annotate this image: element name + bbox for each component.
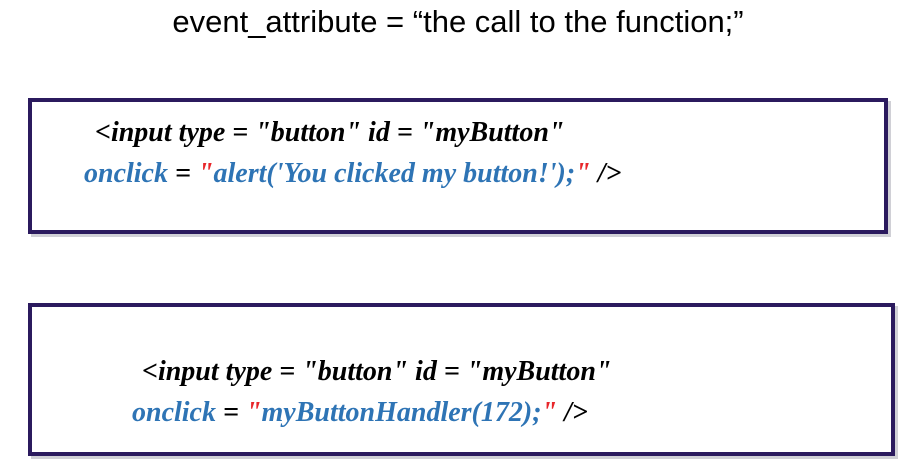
code-line: <input type = "button" id = "myButton" <box>95 116 564 150</box>
code-token-attribute: onclick <box>132 397 216 428</box>
code-line: onclick = "alert('You clicked my button!… <box>84 157 621 191</box>
code-line: <input type = "button" id = "myButton" <box>142 355 611 389</box>
code-token-open-quote: " <box>245 397 262 428</box>
code-token-self-close: /> <box>557 397 588 428</box>
code-token-equals: = <box>216 397 246 428</box>
code-token-tag: <input type = "button" id = "myButton" <box>95 117 565 148</box>
code-token-handler-value: alert('You clicked my button!'); <box>213 158 576 189</box>
code-token-self-close: /> <box>590 158 622 189</box>
code-token-attribute: onclick <box>84 158 168 189</box>
page-title: event_attribute = “the call to the funct… <box>172 4 744 39</box>
code-token-open-quote: " <box>197 158 214 189</box>
code-lines: <input type = "button" id = "myButton" o… <box>32 307 891 452</box>
code-token-close-quote: " <box>575 158 591 189</box>
code-token-equals: = <box>168 158 198 189</box>
code-box-inline-alert-example: <input type = "button" id = "myButton" o… <box>28 98 888 234</box>
code-box-handler-call-example: <input type = "button" id = "myButton" o… <box>28 303 895 456</box>
code-lines: <input type = "button" id = "myButton" o… <box>32 102 884 230</box>
code-token-close-quote: " <box>541 397 558 428</box>
code-line: onclick = "myButtonHandler(172);" /> <box>132 396 588 430</box>
code-token-tag: <input type = "button" id = "myButton" <box>142 356 612 387</box>
code-token-handler-value: myButtonHandler(172); <box>261 397 542 428</box>
